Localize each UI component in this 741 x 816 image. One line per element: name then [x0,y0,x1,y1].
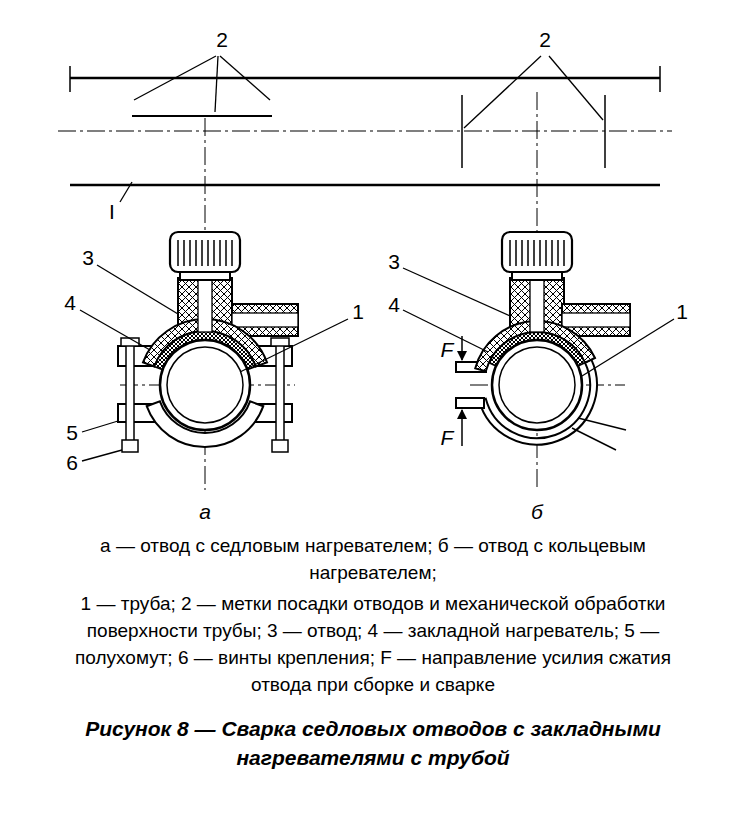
callout-label: 3 [388,250,400,274]
callout-label: б [531,500,543,524]
callout-label: а [199,500,211,524]
figure-caption: Рисунок 8 — Сварка седловых отводов с за… [68,714,678,772]
callout-label: 2 [216,28,228,52]
callout-label: F [441,426,454,450]
caption-block: а — отвод с седловым нагревателем; б — о… [68,532,678,772]
callout-label: F [441,338,454,362]
legend-note: а — отвод с седловым нагревателем; б — о… [68,532,678,586]
callout-label: 1 [676,300,688,324]
callout-label: 4 [388,293,400,317]
callout-label: 2 [539,28,551,52]
callout-label: 3 [82,246,94,270]
callout-label: 5 [66,421,78,445]
callout-label: 6 [66,451,78,475]
callout-label: I [109,200,115,224]
legend-note: 1 — труба; 2 — метки посадки отводов и м… [68,590,678,698]
callout-label: 1 [352,300,364,324]
callout-label: 4 [64,291,76,315]
